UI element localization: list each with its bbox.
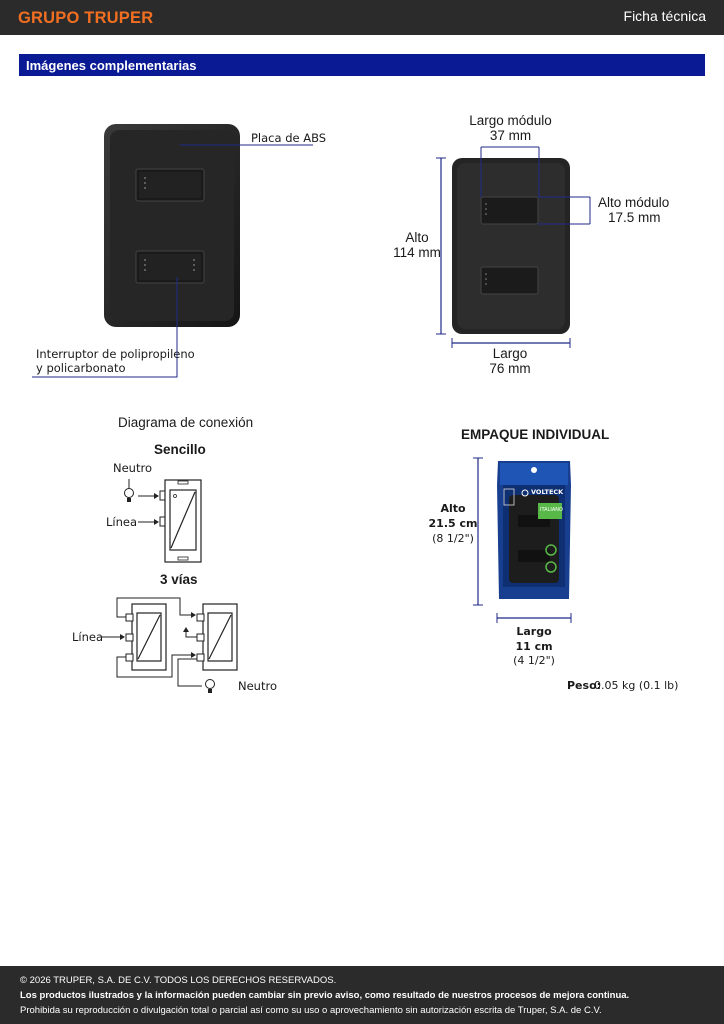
- width-label: Largo: [492, 346, 528, 361]
- package-image: [473, 457, 572, 623]
- module-width-value: 37 mm: [489, 128, 532, 143]
- switch-label-line2: y policarbonato: [36, 361, 126, 375]
- package-height-in: (8 1/2"): [432, 532, 474, 545]
- plate-callout-line: [180, 144, 313, 146]
- document-type: Ficha técnica: [623, 8, 706, 24]
- weight-label: Peso:: [567, 679, 602, 692]
- brand-logo: GRUPO TRUPER: [18, 9, 154, 27]
- single-line-label: Línea: [106, 515, 138, 529]
- footer-prohibition: Prohibida su reproducción o divulgación …: [20, 1005, 602, 1016]
- single-neutral-label: Neutro: [113, 461, 152, 475]
- switch-callout-line: [32, 277, 178, 378]
- package-height-label: Alto: [440, 502, 466, 515]
- package-width-cm: 11 cm: [515, 640, 553, 653]
- height-value: 114 mm: [393, 245, 441, 260]
- weight-value: 0.05 kg (0.1 lb): [594, 679, 679, 692]
- single-wiring-diagram: [124, 479, 202, 563]
- package-height-cm: 21.5 cm: [428, 517, 478, 530]
- width-value: 76 mm: [489, 361, 531, 376]
- three-way-line-label: Línea: [72, 630, 104, 644]
- section-title: Imágenes complementarias: [26, 58, 197, 73]
- package-tag: ITALIANO: [540, 507, 563, 513]
- three-way-wiring-diagram: [100, 597, 238, 693]
- page-footer: © 2026 TRUPER, S.A. DE C.V. TODOS LOS DE…: [0, 966, 724, 1024]
- package-brand: VOLTECK: [531, 488, 564, 496]
- switch-label-line1: Interruptor de polipropileno: [36, 347, 195, 361]
- footer-copyright: © 2026 TRUPER, S.A. DE C.V. TODOS LOS DE…: [20, 975, 337, 986]
- page-header: GRUPO TRUPER Ficha técnica: [0, 0, 724, 35]
- module-width-label: Largo módulo: [469, 113, 552, 128]
- switch-plate-dimension-image: [436, 146, 591, 348]
- three-way-title: 3 vías: [160, 572, 198, 587]
- package-width-label: Largo: [516, 625, 552, 638]
- diagram-title: Diagrama de conexión: [118, 415, 254, 430]
- single-title: Sencillo: [154, 442, 206, 457]
- package-title: EMPAQUE INDIVIDUAL: [461, 427, 610, 442]
- module-height-value: 17.5 mm: [608, 210, 661, 225]
- three-way-neutral-label: Neutro: [238, 679, 277, 693]
- footer-notice: Los productos ilustrados y la informació…: [20, 990, 630, 1001]
- plate-label: Placa de ABS: [251, 131, 327, 145]
- height-label: Alto: [405, 230, 429, 245]
- switch-plate-image: [104, 124, 240, 327]
- section-header: Imágenes complementarias: [19, 54, 705, 76]
- module-height-label: Alto módulo: [598, 195, 670, 210]
- package-width-in: (4 1/2"): [513, 654, 555, 667]
